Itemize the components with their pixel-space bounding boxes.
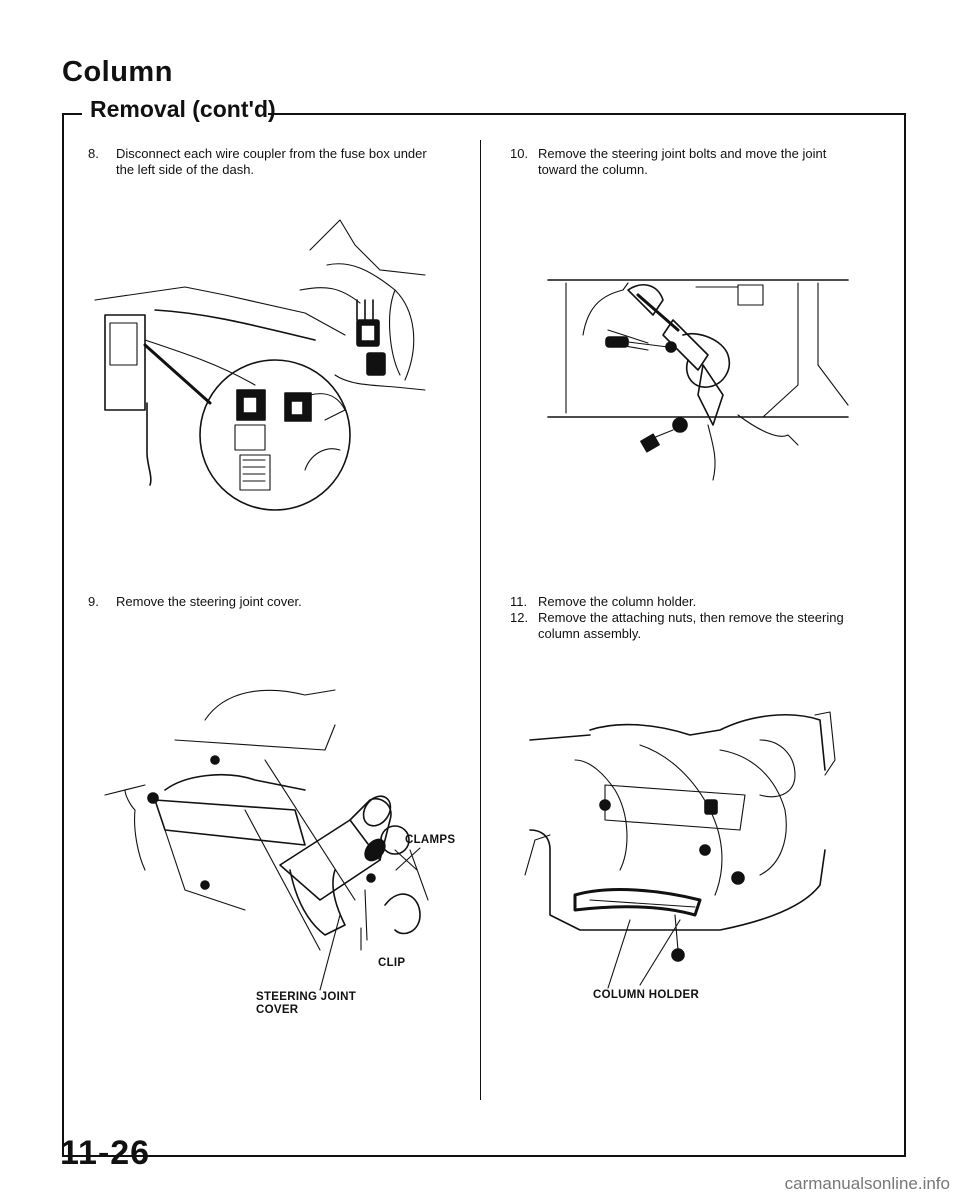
step-number: 12. (510, 610, 529, 625)
callout-clip: CLIP (378, 957, 406, 969)
callout-column-holder: COLUMN HOLDER (593, 989, 700, 1001)
step-number: 10. (510, 146, 529, 161)
column-holder-illustration (524, 711, 836, 962)
page-title: Column (62, 56, 173, 88)
frame-bottom (62, 1155, 906, 1157)
page-number: 11-26 (60, 1134, 151, 1172)
steering-joint-bolts-illustration (547, 279, 849, 481)
step-12: 12. Remove the attaching nuts, then remo… (510, 610, 890, 644)
fuse-box-illustration (94, 219, 426, 511)
step-text: Remove the steering joint bolts and move… (538, 146, 827, 177)
step-text: Remove the column holder. (538, 594, 697, 609)
step-10: 10. Remove the steering joint bolts and … (510, 146, 890, 180)
section-bracket-tick (62, 113, 82, 115)
callout-clamps: CLAMPS (405, 834, 456, 846)
step-number: 8. (88, 146, 99, 161)
step-11: 11. Remove the column holder. (510, 594, 890, 612)
watermark: carmanualsonline.info (784, 1174, 950, 1193)
step-text: Disconnect each wire coupler from the fu… (116, 146, 427, 177)
section-title: Removal (cont'd) (90, 96, 276, 122)
column-divider (480, 140, 481, 1100)
step-text: Remove the steering joint cover. (116, 594, 302, 609)
steering-joint-cover-illustration (104, 689, 421, 951)
step-number: 11. (510, 594, 528, 609)
step-9: 9. Remove the steering joint cover. (88, 594, 468, 612)
section-rule-top (268, 113, 906, 115)
step-8: 8. Disconnect each wire coupler from the… (88, 146, 468, 180)
section-bracket-left (62, 113, 64, 1156)
step-number: 9. (88, 594, 99, 609)
frame-right (904, 113, 906, 1156)
step-text: Remove the attaching nuts, then remove t… (538, 610, 844, 641)
